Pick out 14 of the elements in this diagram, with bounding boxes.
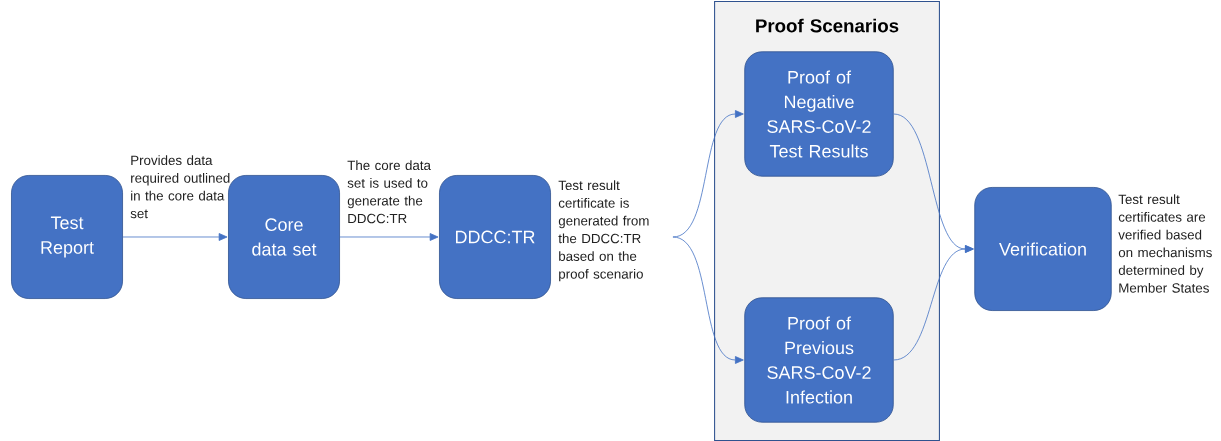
arrow (672, 236, 744, 364)
process-box: Proof of Negative SARS-CoV-2 Test Results (744, 51, 894, 177)
process-box: DDCC:TR (439, 175, 551, 299)
description-text: Test result certificate is generated from the DDCC:TR based on the proof scenario (558, 180, 649, 282)
arrow (339, 233, 439, 241)
process-box: Proof of Previous SARS-CoV-2 Infection (744, 297, 894, 423)
process-box: Verification (974, 187, 1112, 311)
process-box: Test Report (11, 175, 123, 299)
arrow (893, 245, 974, 361)
description-text: Test result certificates are verified based on mechanisms determined by Member States (1118, 194, 1212, 293)
arrow (672, 110, 744, 238)
edge-label: The core data set is used to generate the DDCC:TR (347, 160, 431, 224)
arrow (122, 233, 228, 241)
edge-label: Provides data required outlined in the core data set (130, 155, 230, 219)
